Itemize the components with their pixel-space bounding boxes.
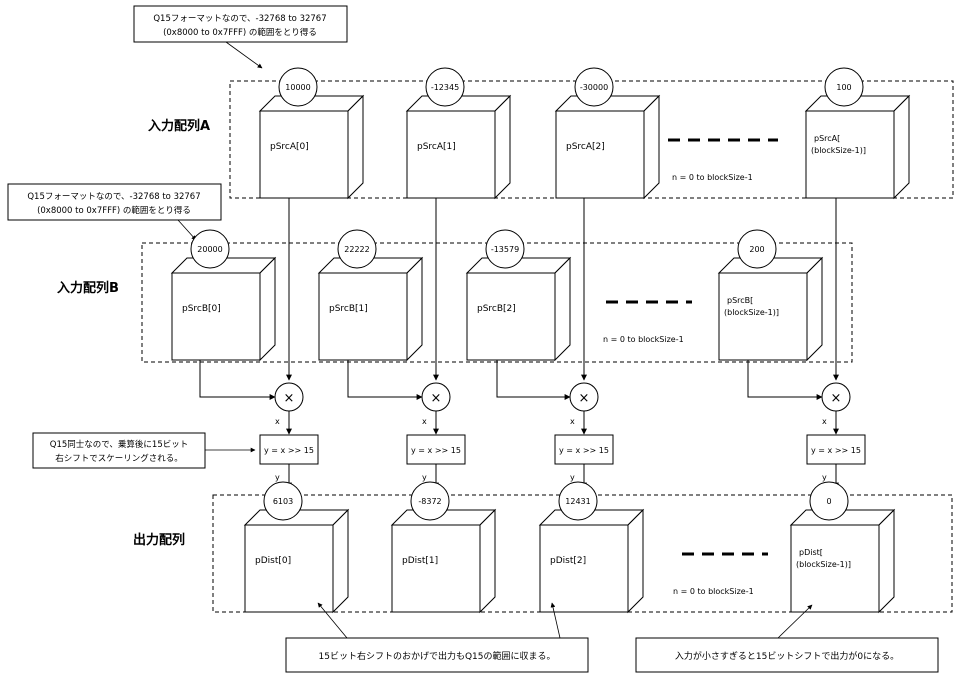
value-bubble [574,67,614,107]
operations-row: × x y = x >> 15 y × x y = x >> 15 y × x y = x >> 1… [199,198,866,489]
value-bubble [425,67,465,107]
array-b-element: -13579 pSrcB[2] [465,229,572,362]
shift-box [259,434,319,465]
shift-box [406,434,466,465]
value-bubble [410,481,450,521]
element-label: pDist[0] [255,556,291,566]
element-label-line1: pDist[ [799,548,823,557]
element-label: pSrcB[2] [477,304,516,314]
output-element: -8372 pDist[1] [390,481,497,614]
array-a-title: 入力配列A [148,118,210,134]
element-label-line2: (blockSize-1)] [724,308,779,317]
element-label: pSrcA[1] [417,142,456,152]
shift-formula: y = x >> 15 [559,446,609,455]
value-bubble [824,67,864,107]
value-bubble [485,229,525,269]
operation-column: × x y = x >> 15 y [347,198,466,489]
shift-formula: y = x >> 15 [264,446,314,455]
y-label: y [570,473,575,482]
output-element: 6103 pDist[0] [243,481,350,614]
value-text: 12431 [565,497,590,506]
x-label: x [422,417,427,426]
element-label: pSrcA[2] [566,142,605,152]
operation-column: × x y = x >> 15 y [199,198,319,489]
output-last-element: 0 pDist[ (blockSize-1)] [789,481,896,614]
multiply-icon: × [284,391,295,406]
x-label: x [570,417,575,426]
element-label-line1: pSrcB[ [727,296,753,305]
array-a-element: -30000 pSrcA[2] [554,67,661,200]
array-b-last-element: 200 pSrcB[ (blockSize-1)] [717,229,824,362]
element-label-line2: (blockSize-1)] [796,560,851,569]
underflow-note [635,637,939,673]
output-element: 12431 pDist[2] [538,481,645,614]
multiply-icon: × [831,391,842,406]
output-array-range: n = 0 to blockSize-1 [673,587,754,596]
value-text: 20000 [197,245,222,254]
value-text: 0 [826,497,831,506]
element-label-line1: pSrcA[ [814,134,840,143]
note-top-line1: Q15フォーマットなので、-32768 to 32767 [153,14,326,24]
value-text: -13579 [491,245,519,254]
q15-range-note-middle [7,183,222,221]
element-label: pDist[1] [402,556,438,566]
note-mid-line1: Q15フォーマットなので、-32768 to 32767 [27,192,200,202]
shift-result-note-text: 15ビット右シフトのおかげで出力もQ15の範囲に収まる。 [319,650,556,662]
array-b-range: n = 0 to blockSize-1 [603,335,684,344]
output-array-row: 6103 pDist[0] -8372 pDist[1] 12431 pDist[2] 0 p… [243,481,896,614]
element-label: pSrcA[0] [270,142,309,152]
element-label: pSrcB[1] [329,304,368,314]
operation-column: × x y = x >> 15 y [496,198,614,489]
value-bubble [558,481,598,521]
value-text: 6103 [273,497,293,506]
array-a-last-element: 100 pSrcA[ (blockSize-1)] [804,67,911,200]
value-text: 100 [836,83,851,92]
shift-result-note [285,637,589,673]
x-label: x [275,417,280,426]
value-bubble [737,229,777,269]
element-label: pSrcB[0] [182,304,221,314]
multiply-icon: × [431,391,442,406]
array-a-row: 10000 pSrcA[0] -12345 pSrcA[1] -30000 pSrcA[2… [258,67,911,200]
array-a-range: n = 0 to blockSize-1 [672,173,753,182]
array-a-element: -12345 pSrcA[1] [405,67,512,200]
array-a-element: 10000 pSrcA[0] [258,67,365,200]
shift-formula: y = x >> 15 [811,446,861,455]
value-bubble [263,481,303,521]
value-bubble [337,229,377,269]
q15-range-note-top [133,5,348,43]
array-b-element: 22222 pSrcB[1] [317,229,424,362]
multiply-icon: × [579,391,590,406]
array-b-element: 20000 pSrcB[0] [170,229,277,362]
value-text: 22222 [344,245,369,254]
value-bubble [278,67,318,107]
shift-box [806,434,866,465]
array-b-row: 20000 pSrcB[0] 22222 pSrcB[1] -13579 pSrcB[2]… [170,229,824,362]
scaling-note [32,432,206,469]
value-text: 200 [749,245,764,254]
scaling-note-line1: Q15同士なので、乗算後に15ビット [50,439,188,450]
value-text: -12345 [431,83,459,92]
note-top-line2: (0x8000 to 0x7FFF) の範囲をとり得る [163,27,317,38]
note-mid-line2: (0x8000 to 0x7FFF) の範囲をとり得る [37,205,191,216]
y-label: y [275,473,280,482]
value-bubble [190,229,230,269]
element-label: pDist[2] [550,556,586,566]
value-text: 10000 [285,83,310,92]
underflow-note-text: 入力が小さすぎると15ビットシフトで出力が0になる。 [675,650,899,662]
output-array-title: 出力配列 [133,532,185,548]
value-text: -8372 [418,497,441,506]
array-b-title: 入力配列B [57,280,119,296]
y-label: y [822,473,827,482]
scaling-note-line2: 右シフトでスケーリングされる。 [55,453,183,464]
shift-formula: y = x >> 15 [411,446,461,455]
element-label-line2: (blockSize-1)] [811,146,866,155]
value-text: -30000 [580,83,608,92]
x-label: x [822,417,827,426]
operation-column: × x y = x >> 15 y [747,198,866,489]
value-bubble [809,481,849,521]
y-label: y [422,473,427,482]
